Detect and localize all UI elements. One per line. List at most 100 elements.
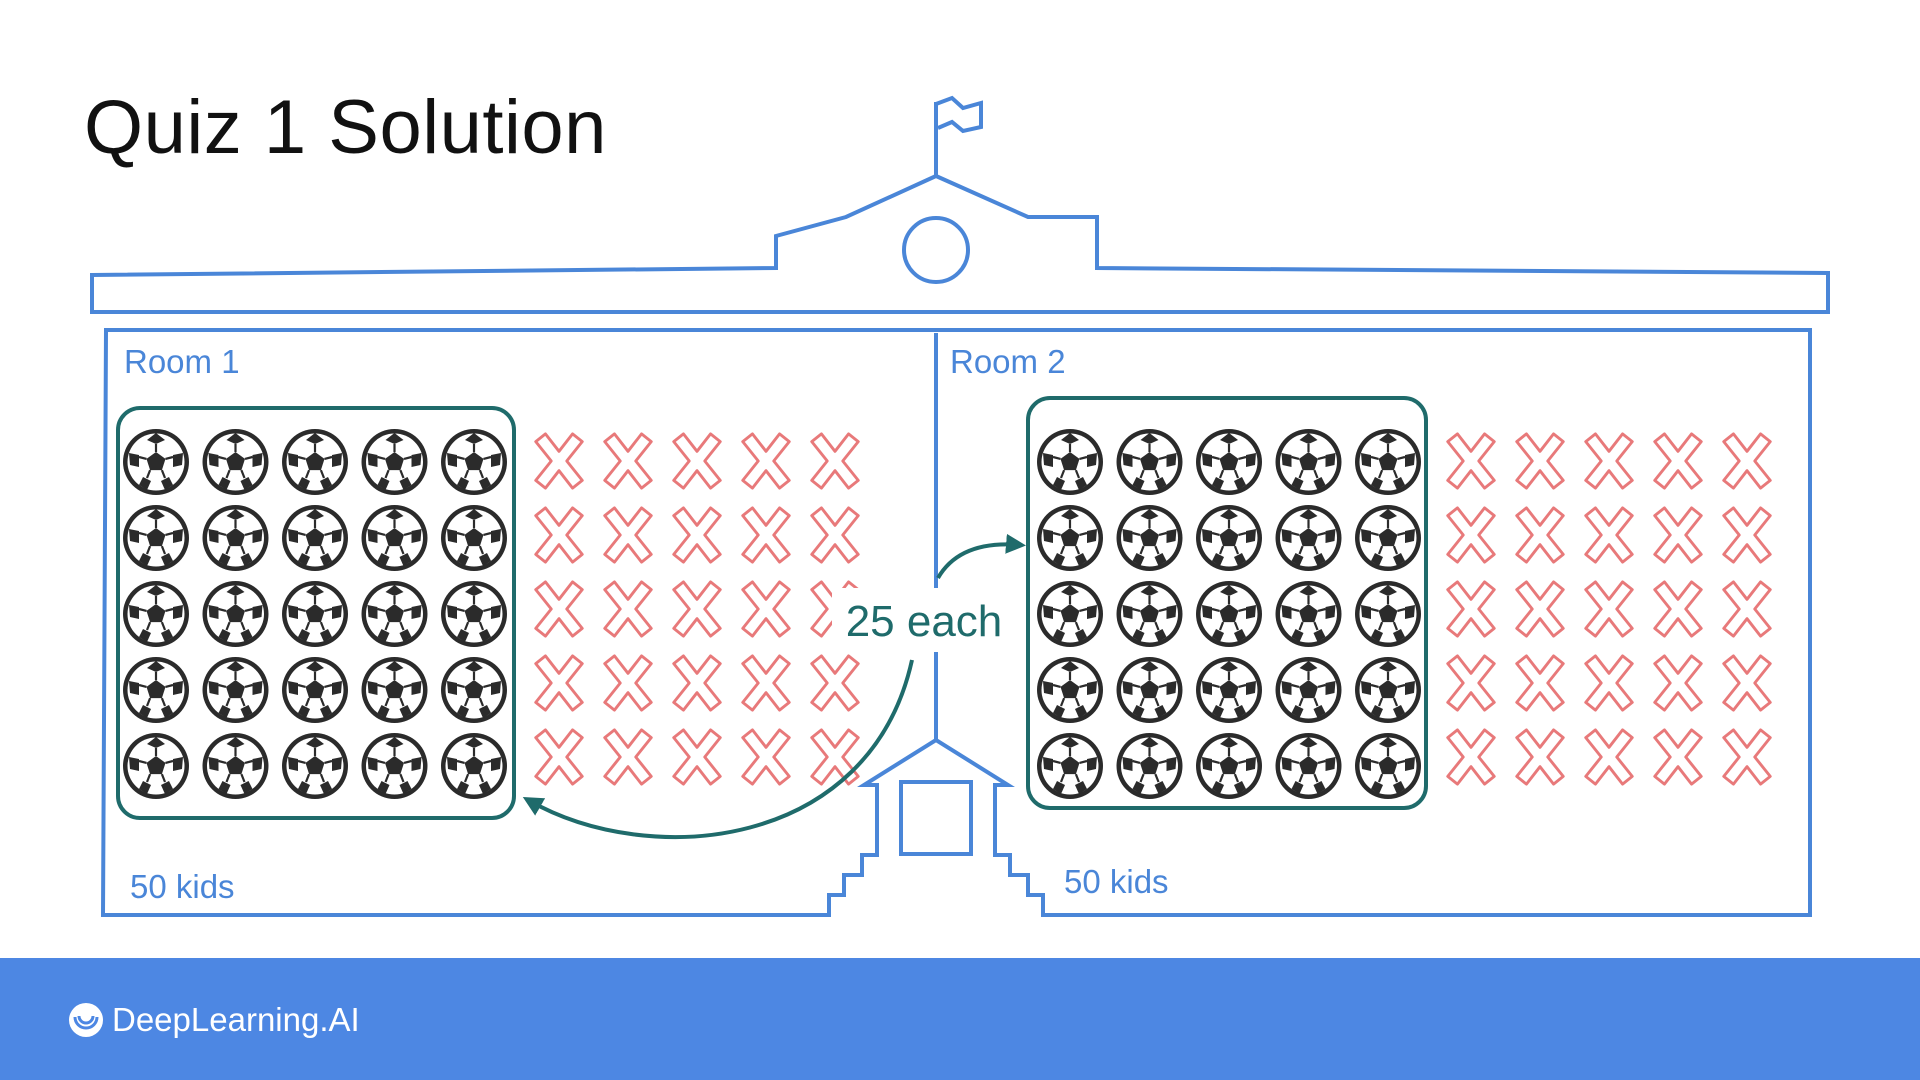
soccer-ball-icon [1115, 504, 1184, 572]
cross-icon [1584, 654, 1634, 712]
cross-icon [1446, 654, 1496, 712]
cross-icon [603, 654, 653, 712]
cross-icon [603, 432, 653, 490]
cross-icon [1446, 506, 1496, 564]
brand: DeepLearning.AI [66, 1000, 360, 1040]
soccer-ball-icon [201, 428, 270, 496]
soccer-ball-icon [201, 732, 270, 800]
cross-icon [1722, 728, 1772, 786]
cross-icon [810, 506, 860, 564]
soccer-ball-icon [1195, 580, 1263, 648]
room-2-selection-box [1026, 396, 1428, 810]
soccer-ball-icon [1274, 656, 1343, 724]
deeplearning-logo-icon [69, 1003, 103, 1037]
soccer-ball-icon [1354, 504, 1422, 572]
cross-icon [741, 432, 791, 490]
soccer-ball-icon [440, 580, 508, 648]
cross-icon [1515, 654, 1565, 712]
cross-icon [672, 654, 722, 712]
soccer-ball-icon [360, 656, 429, 724]
room-2-label: Room 2 [950, 343, 1066, 380]
soccer-ball-icon [1036, 428, 1104, 496]
cross-icon [1653, 506, 1703, 564]
room-2-cross-grid [1446, 432, 1772, 786]
soccer-ball-icon [440, 656, 508, 724]
soccer-ball-icon [122, 428, 190, 496]
soccer-ball-icon [360, 504, 429, 572]
soccer-ball-icon [122, 580, 190, 648]
cross-icon [1584, 506, 1634, 564]
soccer-ball-icon [1195, 504, 1263, 572]
brand-name: DeepLearning.AI [112, 1001, 360, 1038]
soccer-ball-icon [1195, 428, 1263, 496]
soccer-ball-icon [281, 428, 349, 496]
cross-icon [672, 728, 722, 786]
soccer-ball-icon [281, 580, 349, 648]
soccer-ball-icon [360, 428, 429, 496]
cross-icon [810, 654, 860, 712]
cross-icon [534, 580, 584, 638]
flag-icon [935, 95, 983, 134]
cross-icon [810, 728, 860, 786]
cross-icon [1515, 506, 1565, 564]
arrow-to-room-1 [522, 659, 914, 840]
callout-background [832, 588, 1016, 652]
room-1-count-label: 50 kids [130, 868, 235, 905]
cross-icon [1722, 580, 1772, 638]
soccer-ball-icon [1274, 580, 1343, 648]
footer-bar: DeepLearning.AI [0, 958, 1920, 1080]
soccer-ball-icon [360, 732, 429, 800]
soccer-ball-icon [1354, 656, 1422, 724]
cross-icon [1515, 580, 1565, 638]
soccer-ball-icon [440, 428, 508, 496]
soccer-ball-icon [281, 656, 349, 724]
soccer-ball-icon [281, 504, 349, 572]
soccer-ball-icon [122, 732, 190, 800]
arrow-to-room-2 [936, 533, 1026, 580]
cross-icon [1515, 728, 1565, 786]
soccer-ball-icon [1354, 580, 1422, 648]
soccer-ball-icon [122, 656, 190, 724]
room-2-count-label: 50 kids [1064, 863, 1169, 900]
cross-icon [1446, 580, 1496, 638]
cross-icon [603, 580, 653, 638]
room-2-ball-grid [1036, 428, 1422, 800]
soccer-ball-icon [1274, 428, 1343, 496]
cross-icon [1446, 432, 1496, 490]
cross-icon [1653, 432, 1703, 490]
cross-icon [1446, 728, 1496, 786]
cross-icon [1722, 654, 1772, 712]
cross-icon [741, 654, 791, 712]
cross-icon [603, 506, 653, 564]
room-1-cross-grid [534, 432, 860, 786]
cross-icon [810, 432, 860, 490]
room-1-ball-grid [122, 428, 508, 800]
cross-icon [534, 654, 584, 712]
cross-icon [741, 506, 791, 564]
soccer-ball-icon [201, 504, 270, 572]
cross-icon [603, 728, 653, 786]
soccer-ball-icon [1036, 656, 1104, 724]
cross-icon [1722, 432, 1772, 490]
cross-icon [1653, 654, 1703, 712]
soccer-ball-icon [1274, 504, 1343, 572]
soccer-ball-icon [1195, 732, 1263, 800]
soccer-ball-icon [1354, 428, 1422, 496]
soccer-ball-icon [1036, 504, 1104, 572]
soccer-ball-icon [1354, 732, 1422, 800]
soccer-ball-icon [440, 504, 508, 572]
cross-icon [1722, 506, 1772, 564]
soccer-ball-icon [1115, 732, 1184, 800]
soccer-ball-icon [1274, 732, 1343, 800]
cross-icon [534, 506, 584, 564]
cross-icon [672, 432, 722, 490]
soccer-ball-icon [201, 580, 270, 648]
cross-icon [534, 728, 584, 786]
cross-icon [672, 580, 722, 638]
callout-text: 25 each [846, 597, 1003, 646]
soccer-ball-icon [1036, 732, 1104, 800]
soccer-ball-icon [122, 504, 190, 572]
cross-icon [741, 728, 791, 786]
soccer-ball-icon [1195, 656, 1263, 724]
soccer-ball-icon [1115, 580, 1184, 648]
